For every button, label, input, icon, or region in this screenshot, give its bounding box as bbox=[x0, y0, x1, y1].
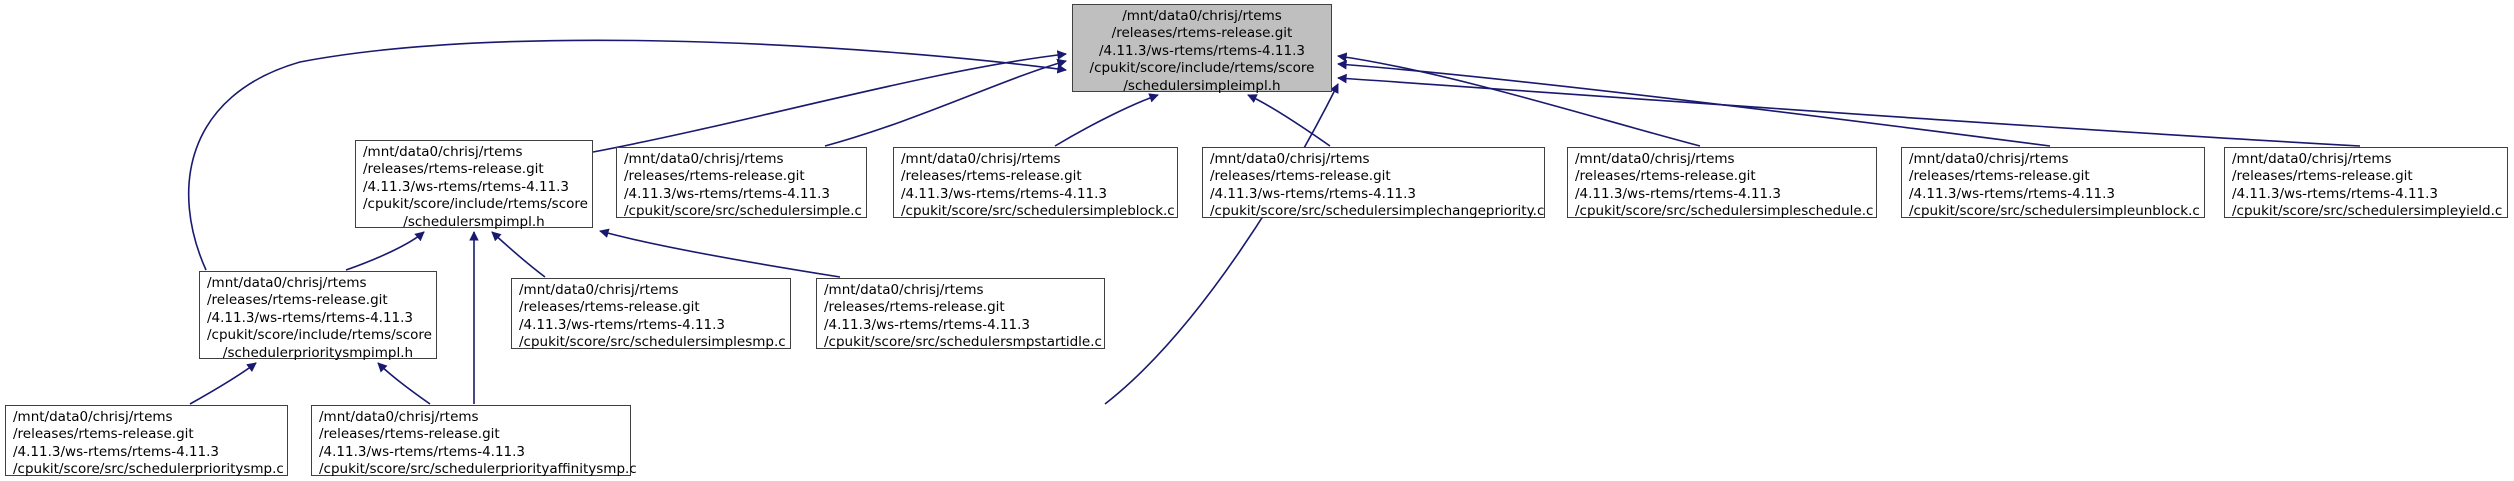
edge-schedulersimpleyield-c-to-root bbox=[1337, 73, 2361, 147]
node-line: /mnt/data0/chrisj/rtems bbox=[1122, 8, 1282, 24]
graph-node-schedulersimpleyield-c[interactable]: /mnt/data0/chrisj/rtems/releases/rtems-r… bbox=[2224, 147, 2508, 220]
node-line: /cpukit/score/src/schedulersimpleschedul… bbox=[1575, 203, 1874, 220]
node-line: /mnt/data0/chrisj/rtems bbox=[1575, 151, 1735, 167]
edge-schedulersimplechangepriority-c-to-root bbox=[1247, 94, 1331, 147]
node-line: /mnt/data0/chrisj/rtems bbox=[319, 409, 479, 425]
edge-schedulersmpstartidle-c-to-schedulersmpimpl-h bbox=[599, 228, 841, 278]
node-line: /mnt/data0/chrisj/rtems bbox=[901, 151, 1061, 167]
graph-node-schedulersmpstartidle-c[interactable]: /mnt/data0/chrisj/rtems/releases/rtems-r… bbox=[816, 278, 1105, 351]
node-line: /cpukit/score/src/schedulersimpleblock.c bbox=[901, 203, 1175, 220]
edge-schedulersmpimpl-h-to-root bbox=[592, 50, 1067, 153]
node-line: /releases/rtems-release.git bbox=[824, 299, 1005, 316]
node-line: /cpukit/score/include/rtems/score bbox=[1089, 60, 1315, 77]
node-line: /4.11.3/ws-rtems/rtems-4.11.3 bbox=[1575, 185, 1782, 202]
edge-schedulerprioritysmp-c-to-root bbox=[1104, 83, 1339, 405]
node-line: /cpukit/score/src/schedulersimpleyield.c bbox=[2232, 203, 2503, 220]
node-line: /4.11.3/ws-rtems/rtems-4.11.3 bbox=[363, 178, 570, 195]
graph-node-schedulersimpleimpl-h[interactable]: /mnt/data0/chrisj/rtems/releases/rtems-r… bbox=[1072, 4, 1332, 94]
node-line: /mnt/data0/chrisj/rtems bbox=[624, 151, 784, 167]
node-line: /4.11.3/ws-rtems/rtems-4.11.3 bbox=[824, 316, 1031, 333]
node-line: /4.11.3/ws-rtems/rtems-4.11.3 bbox=[2232, 185, 2439, 202]
node-line: /cpukit/score/src/schedulersimplesmp.c bbox=[519, 334, 786, 351]
node-line: /4.11.3/ws-rtems/rtems-4.11.3 bbox=[207, 309, 414, 326]
graph-node-schedulerpriorityaffinitysmp-c[interactable]: /mnt/data0/chrisj/rtems/releases/rtems-r… bbox=[311, 405, 637, 478]
node-line: /cpukit/score/src/schedulerprioritysmp.c bbox=[13, 461, 284, 478]
node-line: /releases/rtems-release.git bbox=[13, 426, 194, 443]
node-line: /schedulersimpleimpl.h bbox=[1123, 77, 1281, 94]
edge-schedulerpriorityaffinitysmp-c-to-schedulerprioritysmpimpl-h bbox=[377, 362, 431, 405]
node-line: /mnt/data0/chrisj/rtems bbox=[519, 282, 679, 298]
graph-node-schedulersimpleschedule-c[interactable]: /mnt/data0/chrisj/rtems/releases/rtems-r… bbox=[1567, 147, 1877, 220]
node-line: /releases/rtems-release.git bbox=[901, 168, 1082, 185]
node-line: /mnt/data0/chrisj/rtems bbox=[1210, 151, 1370, 167]
node-line: /4.11.3/ws-rtems/rtems-4.11.3 bbox=[901, 185, 1108, 202]
graph-node-schedulersimplesmp-c[interactable]: /mnt/data0/chrisj/rtems/releases/rtems-r… bbox=[511, 278, 791, 351]
node-line: /cpukit/score/src/schedulerpriorityaffin… bbox=[319, 461, 637, 478]
graph-node-schedulersimple-c[interactable]: /mnt/data0/chrisj/rtems/releases/rtems-r… bbox=[616, 147, 867, 220]
node-line: /releases/rtems-release.git bbox=[2232, 168, 2413, 185]
graph-node-schedulerprioritysmp-c[interactable]: /mnt/data0/chrisj/rtems/releases/rtems-r… bbox=[5, 405, 288, 478]
node-line: /releases/rtems-release.git bbox=[624, 168, 805, 185]
node-line: /mnt/data0/chrisj/rtems bbox=[1909, 151, 2069, 167]
edge-schedulersimpleschedule-c-to-root bbox=[1337, 52, 1701, 147]
node-line: /cpukit/score/include/rtems/score bbox=[207, 327, 432, 344]
node-line: /releases/rtems-release.git bbox=[519, 299, 700, 316]
node-line: /releases/rtems-release.git bbox=[363, 161, 544, 178]
node-line: /releases/rtems-release.git bbox=[1111, 25, 1293, 42]
node-line: /4.11.3/ws-rtems/rtems-4.11.3 bbox=[1210, 185, 1417, 202]
graph-node-schedulerprioritysmpimpl-h[interactable]: /mnt/data0/chrisj/rtems/releases/rtems-r… bbox=[199, 271, 437, 361]
node-line: /schedulerprioritysmpimpl.h bbox=[222, 344, 414, 361]
graph-node-schedulersimpleblock-c[interactable]: /mnt/data0/chrisj/rtems/releases/rtems-r… bbox=[893, 147, 1178, 220]
node-line: /mnt/data0/chrisj/rtems bbox=[207, 275, 367, 291]
edge-schedulerprioritysmp-c-to-schedulerprioritysmpimpl-h bbox=[189, 362, 257, 405]
node-line: /4.11.3/ws-rtems/rtems-4.11.3 bbox=[624, 185, 831, 202]
node-line: /mnt/data0/chrisj/rtems bbox=[2232, 151, 2392, 167]
node-line: /cpukit/score/src/schedulersimplechangep… bbox=[1210, 203, 1545, 220]
node-line: /cpukit/score/src/schedulersimpleunblock… bbox=[1909, 203, 2200, 220]
edge-schedulersimpleblock-c-to-root bbox=[1054, 93, 1159, 147]
node-line: /cpukit/score/include/rtems/score bbox=[363, 196, 588, 213]
node-line: /4.11.3/ws-rtems/rtems-4.11.3 bbox=[1098, 42, 1305, 59]
node-line: /4.11.3/ws-rtems/rtems-4.11.3 bbox=[319, 443, 526, 460]
edge-schedulersimple-c-to-root bbox=[824, 58, 1067, 147]
node-line: /4.11.3/ws-rtems/rtems-4.11.3 bbox=[1909, 185, 2116, 202]
edge-schedulersimpleunblock-c-to-root bbox=[1337, 59, 2051, 147]
node-line: /releases/rtems-release.git bbox=[1210, 168, 1391, 185]
graph-node-schedulersmpimpl-h[interactable]: /mnt/data0/chrisj/rtems/releases/rtems-r… bbox=[355, 140, 593, 230]
node-line: /4.11.3/ws-rtems/rtems-4.11.3 bbox=[519, 316, 726, 333]
node-line: /schedulersmpimpl.h bbox=[403, 213, 545, 230]
node-line: /4.11.3/ws-rtems/rtems-4.11.3 bbox=[13, 443, 220, 460]
node-line: /releases/rtems-release.git bbox=[1575, 168, 1756, 185]
node-line: /cpukit/score/src/schedulersimple.c bbox=[624, 203, 862, 220]
edge-schedulersimplesmp-c-to-schedulersmpimpl-h bbox=[491, 231, 546, 278]
node-line: /mnt/data0/chrisj/rtems bbox=[824, 282, 984, 298]
node-line: /releases/rtems-release.git bbox=[1909, 168, 2090, 185]
graph-node-schedulersimplechangepriority-c[interactable]: /mnt/data0/chrisj/rtems/releases/rtems-r… bbox=[1202, 147, 1545, 220]
edge-schedulerprioritysmpimpl-h-to-schedulersmpimpl-h bbox=[345, 231, 425, 271]
node-line: /cpukit/score/src/schedulersmpstartidle.… bbox=[824, 334, 1102, 351]
node-line: /mnt/data0/chrisj/rtems bbox=[363, 144, 523, 160]
node-line: /releases/rtems-release.git bbox=[207, 292, 388, 309]
node-line: /mnt/data0/chrisj/rtems bbox=[13, 409, 173, 425]
node-line: /releases/rtems-release.git bbox=[319, 426, 500, 443]
graph-node-schedulersimpleunblock-c[interactable]: /mnt/data0/chrisj/rtems/releases/rtems-r… bbox=[1901, 147, 2205, 220]
